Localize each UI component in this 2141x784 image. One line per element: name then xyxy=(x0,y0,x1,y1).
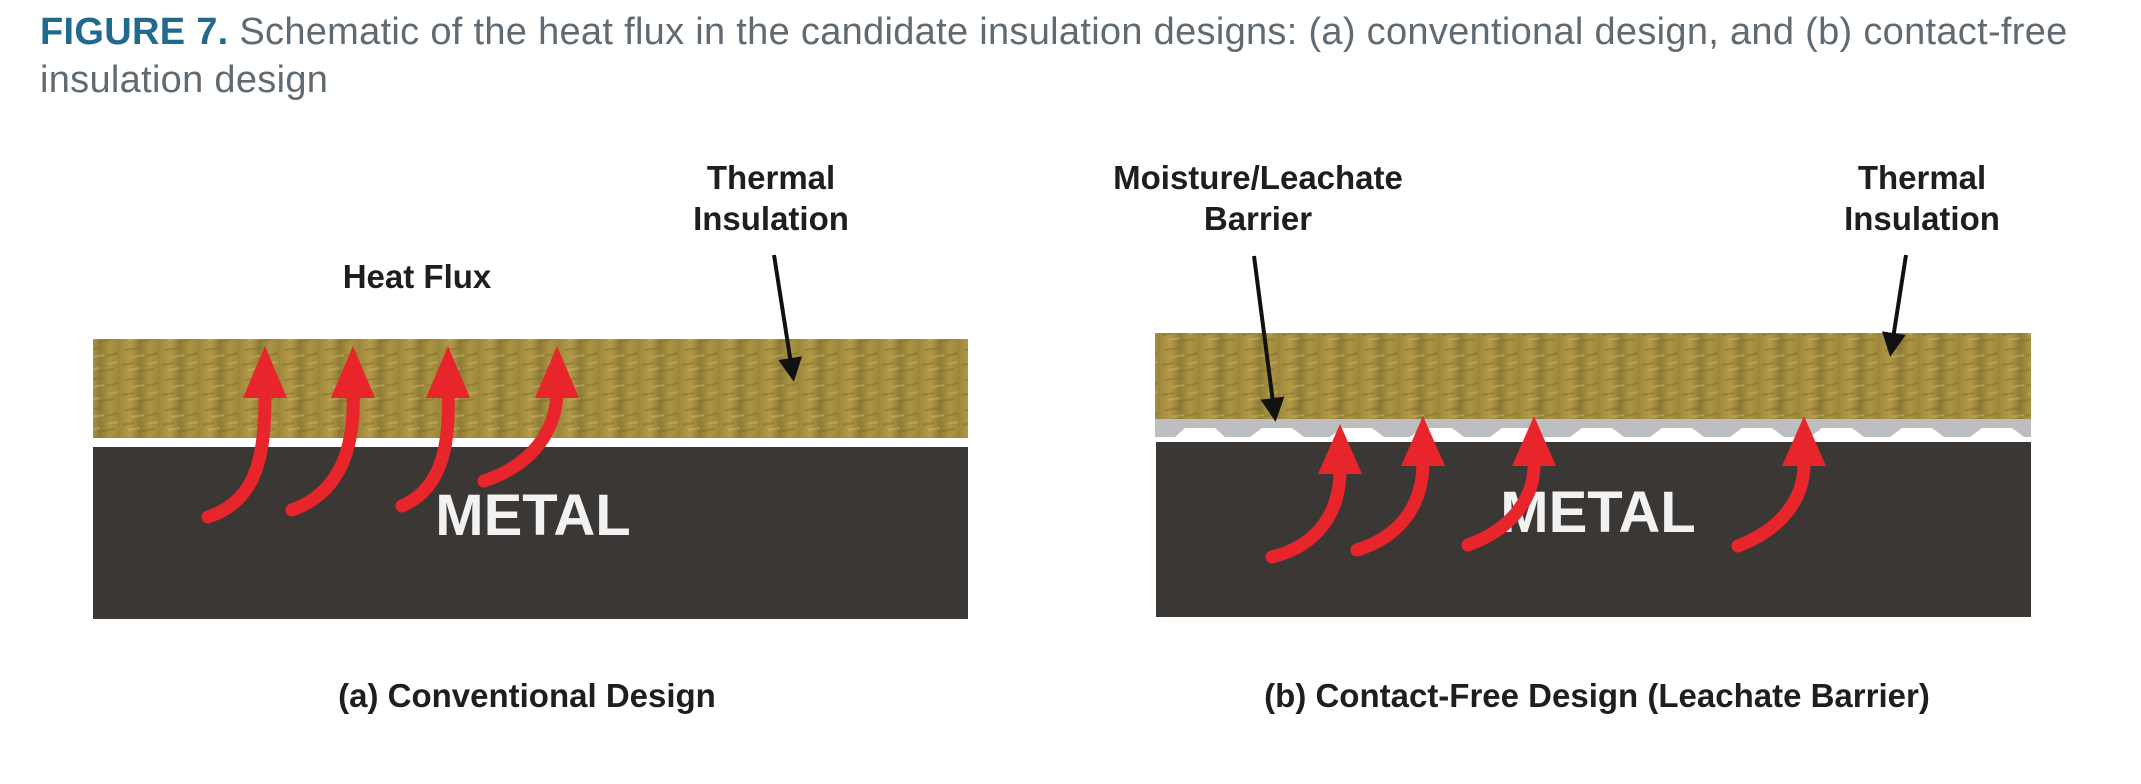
heat-arrow-b4 xyxy=(1731,455,1811,553)
heat-arrowhead-1 xyxy=(243,346,287,398)
pointer-arrow-b xyxy=(1881,254,1908,357)
heat-flux-arrowheads-b xyxy=(1318,416,1826,474)
panel-a-conventional: METAL Heat Flux Thermal Insulation (a) C… xyxy=(93,159,968,714)
heat-arrowhead-b3 xyxy=(1512,416,1556,466)
figure-label: FIGURE 7. xyxy=(40,11,229,53)
heat-arrowhead-b2 xyxy=(1401,416,1445,466)
heat-arrow-2 xyxy=(285,385,360,517)
metal-block-b xyxy=(1156,440,2031,617)
heat-arrowhead-2 xyxy=(331,346,375,398)
heat-flux-label: Heat Flux xyxy=(343,258,492,295)
metal-label-a: METAL xyxy=(435,483,630,548)
heat-arrow-b2 xyxy=(1350,455,1430,557)
insulation-layer-a xyxy=(93,339,968,438)
pointer-arrow-a xyxy=(772,254,802,382)
panel-b-contact-free: METAL Moisture/Leachate Barrier Thermal … xyxy=(1113,159,2031,714)
caption-text: Schematic of the heat flux in the candid… xyxy=(40,11,2068,101)
thermal-insulation-label-a-line1: Thermal xyxy=(707,159,835,196)
subtitle-a: (a) Conventional Design xyxy=(338,677,716,714)
pointer-arrow-barrier xyxy=(1252,255,1285,422)
heat-arrow-b3 xyxy=(1461,455,1541,552)
gap-line-a xyxy=(93,438,968,447)
heat-arrowhead-3 xyxy=(426,346,470,398)
heat-flux-arrowheads-a xyxy=(243,346,579,398)
heat-arrowhead-4 xyxy=(535,346,579,398)
subtitle-b: (b) Contact-Free Design (Leachate Barrie… xyxy=(1264,677,1930,714)
heat-arrow-b1 xyxy=(1265,463,1347,564)
thermal-insulation-label-b-line2: Insulation xyxy=(1844,200,2000,237)
thermal-insulation-label-b-line1: Thermal xyxy=(1858,159,1986,196)
thermal-insulation-label-a-line2: Insulation xyxy=(693,200,849,237)
barrier-label-line1: Moisture/Leachate xyxy=(1113,159,1403,196)
heat-flux-arrows-b xyxy=(1265,455,1811,564)
leachate-barrier-layer xyxy=(1155,417,2031,442)
heat-arrowhead-b4 xyxy=(1782,416,1826,466)
heat-arrow-1 xyxy=(201,385,272,524)
insulation-layer-b xyxy=(1155,333,2031,419)
heat-arrowhead-b1 xyxy=(1318,424,1362,474)
metal-block-a xyxy=(93,447,968,619)
barrier-label-line2: Barrier xyxy=(1204,200,1312,237)
figure-caption: FIGURE 7. Schematic of the heat flux in … xyxy=(40,8,2100,104)
heat-arrow-4 xyxy=(477,385,564,488)
heat-arrow-3 xyxy=(395,385,455,513)
heat-flux-arrows-a xyxy=(201,385,564,524)
